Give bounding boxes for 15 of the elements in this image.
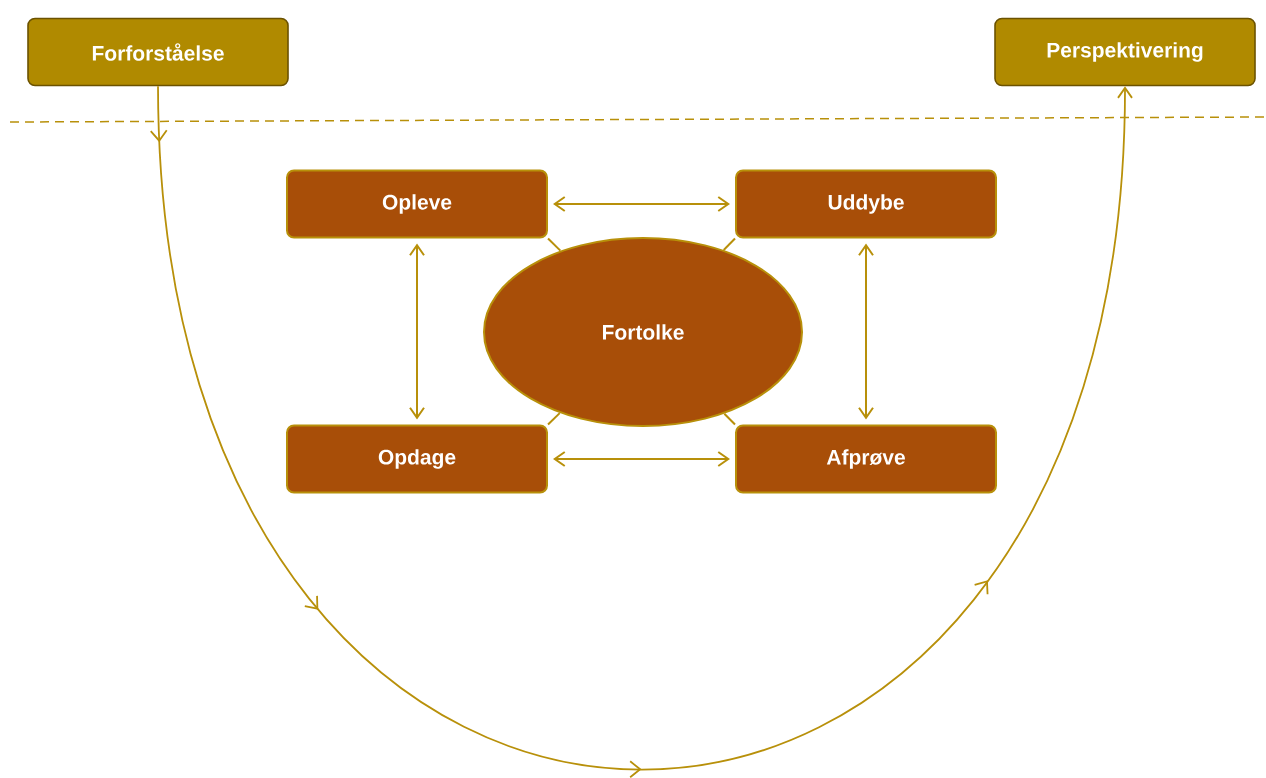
double-arrow xyxy=(409,243,425,420)
stage-box: Perspektivering xyxy=(994,17,1256,87)
process-box: Opdage xyxy=(286,424,548,494)
connector-line xyxy=(547,237,562,252)
connector-line xyxy=(547,412,561,426)
curved-arrow xyxy=(149,85,1133,778)
process-box: Afprøve xyxy=(735,424,997,494)
process-box: Opleve xyxy=(286,169,548,239)
double-arrow xyxy=(553,196,730,212)
double-arrow xyxy=(858,243,874,420)
double-arrow xyxy=(553,451,730,467)
connector-line xyxy=(723,412,736,426)
connector-line xyxy=(722,237,736,251)
process-box: Uddybe xyxy=(735,169,997,239)
stage-box: Forforståelse xyxy=(27,17,289,87)
